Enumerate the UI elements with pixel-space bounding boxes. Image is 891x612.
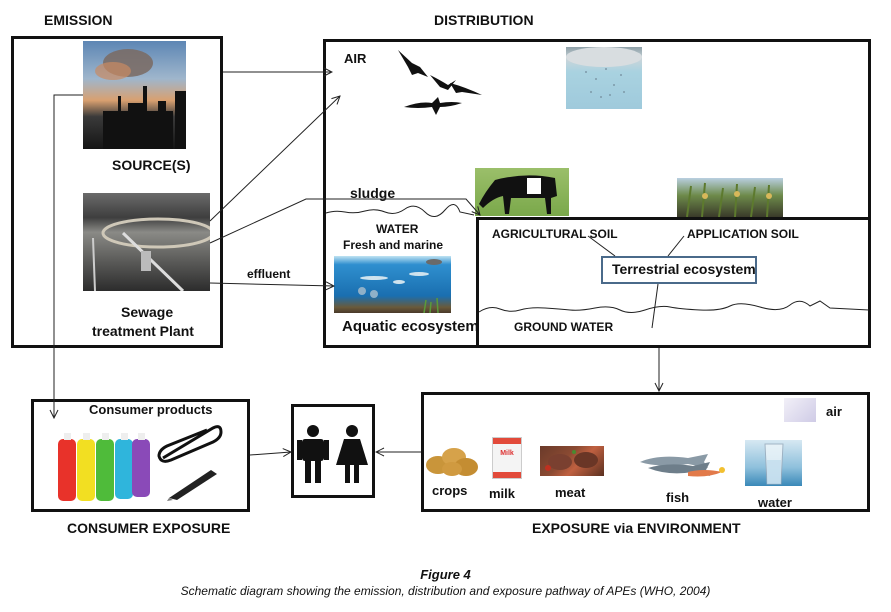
distribution-section-title: DISTRIBUTION: [434, 12, 534, 28]
environment-exposure-title: EXPOSURE via ENVIRONMENT: [532, 520, 741, 536]
pen-icon: [167, 470, 217, 501]
factory-silhouette-icon: [95, 49, 186, 149]
birds-icon: [398, 50, 482, 115]
potatoes-icon: [426, 448, 478, 476]
app-soil-pointer: [667, 235, 685, 257]
sewage-plant-image: [83, 193, 210, 291]
air-label: AIR: [344, 51, 367, 66]
cow-image: [475, 168, 569, 216]
consumer-products-label: Consumer products: [89, 402, 213, 417]
glass-icon: [764, 443, 784, 485]
consumer-products-box: [31, 399, 250, 512]
application-soil-label: APPLICATION SOIL: [687, 227, 799, 241]
agricultural-soil-label: AGRICULTURAL SOIL: [492, 227, 618, 241]
terrestrial-ecosystem-box: [601, 256, 757, 284]
corn-field-image: [677, 178, 783, 217]
env-item-crops-label: crops: [432, 483, 468, 498]
water-label: WATER: [376, 222, 419, 236]
env-item-air-label: air: [826, 404, 842, 419]
emission-section-title: EMISSION: [44, 12, 113, 28]
man-icon: [297, 425, 329, 483]
groundwater-pointer: [651, 283, 659, 329]
grilled-meat-icon: [545, 450, 598, 471]
air-swatch-image: [784, 398, 816, 422]
water-glass-image: [745, 440, 802, 486]
ground-water-label: GROUND WATER: [514, 320, 614, 334]
sewage-label-line2: treatment Plant: [92, 323, 194, 339]
water-sub-label: Fresh and marine: [343, 238, 444, 252]
env-item-fish-label: fish: [666, 490, 690, 505]
milk-carton-icon: Milk: [492, 437, 522, 479]
env-item-water-label: water: [758, 495, 792, 510]
effluent-arrow: [209, 283, 334, 286]
emission-box: [11, 36, 223, 348]
corn-plants-icon: [686, 182, 772, 217]
source-label: SOURCE(S): [112, 157, 191, 173]
rain-drops-icon: [566, 47, 642, 98]
terrestrial-box: [476, 217, 871, 348]
sewage-to-air-arrow: [209, 96, 340, 222]
source-to-consumer-arrow: [54, 94, 83, 418]
sewage-tank-icon: [92, 217, 210, 291]
milk-carton-text: Milk: [500, 450, 514, 457]
consumer-to-humans-arrow: [249, 452, 291, 455]
paper-clip-icon: [157, 425, 223, 463]
figure-title: Figure 4: [420, 567, 471, 582]
agri-soil-pointer: [587, 235, 616, 257]
consumer-exposure-title: CONSUMER EXPOSURE: [67, 520, 231, 536]
detergent-bottles-icon: [58, 433, 150, 501]
figure-caption: Schematic diagram showing the emission, …: [180, 584, 711, 598]
water-surface-line: [325, 204, 475, 217]
sludge-label: sludge: [350, 185, 396, 201]
effluent-label: effluent: [247, 267, 291, 281]
terrestrial-ecosystem-label: Terrestrial ecosystem: [612, 261, 756, 277]
environment-exposure-box: [421, 392, 870, 512]
humans-box: [291, 404, 375, 498]
cow-icon: [479, 175, 557, 214]
woman-icon: [336, 425, 368, 483]
sewage-label-line1: Sewage: [121, 304, 174, 320]
aquatic-ecosystem-label: Aquatic ecosystem: [342, 318, 479, 335]
sludge-pathway-line: [209, 198, 480, 244]
fish-icon: [640, 454, 725, 477]
rain-cloud-image: [566, 47, 642, 109]
ground-water-line: [478, 300, 870, 313]
aquatic-image: [334, 256, 451, 313]
env-item-milk-label: milk: [489, 486, 516, 501]
factory-image: [83, 41, 186, 149]
sea-life-icon: [358, 259, 442, 313]
env-item-meat-label: meat: [555, 485, 586, 500]
meat-image: [540, 446, 604, 476]
